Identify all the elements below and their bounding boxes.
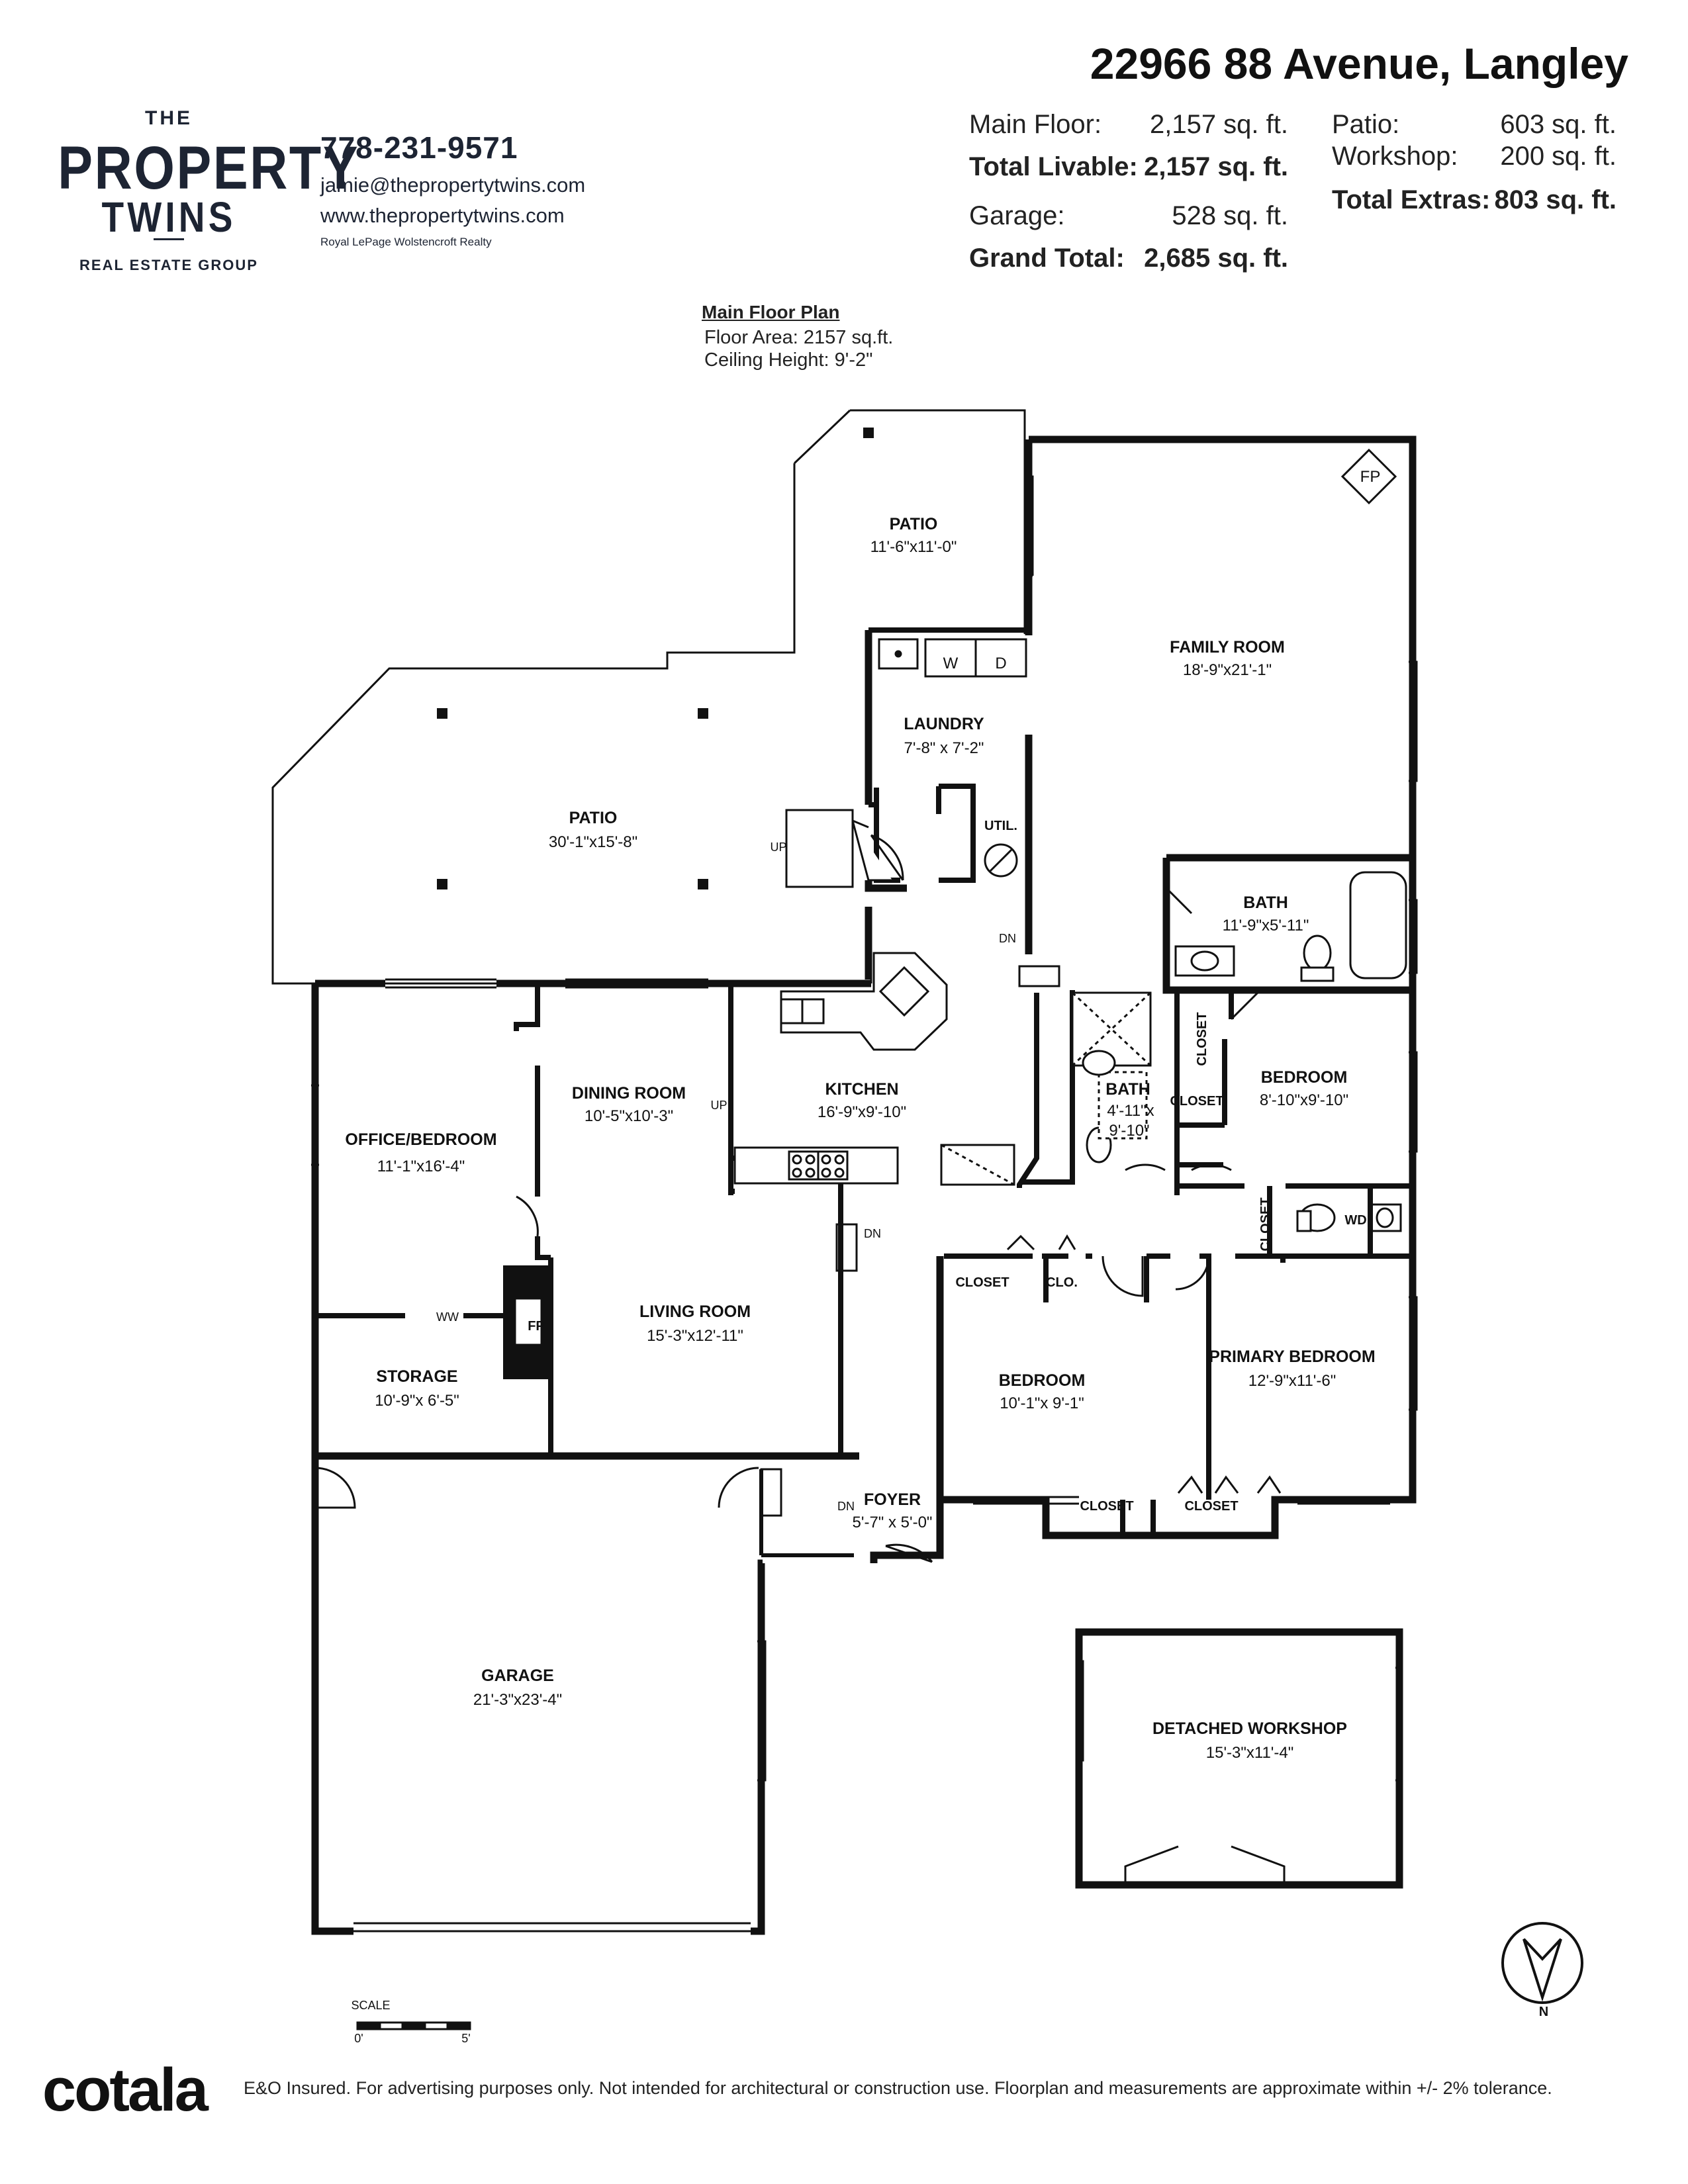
scale-zero: 0' (354, 2032, 363, 2045)
room-primary-bedroom-dims: 12'-9"x11'-6" (1248, 1372, 1336, 1390)
main-floor-value: 2,157 sq. ft. (1149, 110, 1288, 139)
room-office-dims: 11'-1"x16'-4" (377, 1158, 465, 1175)
room-patio-main: PATIO (569, 809, 618, 827)
property-address: 22966 88 Avenue, Langley (1090, 39, 1628, 88)
room-bedroom-right: BEDROOM (1261, 1068, 1348, 1087)
ww-label: WW (436, 1310, 459, 1324)
patio-lower-edge (315, 907, 872, 985)
dn-label-laundry: DN (999, 932, 1016, 945)
room-living: LIVING ROOM (639, 1302, 751, 1321)
plan-floor-area: Floor Area: 2157 sq.ft. (704, 327, 894, 348)
grand-total-label: Grand Total: (969, 244, 1125, 273)
garage-label: Garage: (969, 201, 1065, 230)
closet-label-vertical-1: CLOSET (1195, 1012, 1209, 1066)
room-kitchen-dims: 16'-9"x9'-10" (818, 1103, 906, 1121)
room-storage: STORAGE (376, 1367, 457, 1386)
main-floor-label: Main Floor: (969, 110, 1102, 139)
dn-label-living: DN (864, 1227, 881, 1240)
room-family-room: FAMILY ROOM (1170, 638, 1285, 657)
room-living-dims: 15'-3"x12'-11" (647, 1327, 743, 1345)
room-bath-mid-dims: 4'-11"x (1107, 1102, 1154, 1120)
room-bath-mid-dims-2: 9'-10" (1109, 1122, 1149, 1140)
room-dining: DINING ROOM (572, 1084, 686, 1103)
room-kitchen: KITCHEN (825, 1080, 898, 1099)
garage-value: 528 sq. ft. (1172, 201, 1288, 230)
closet-label-4: CLOSET (1184, 1499, 1238, 1514)
brokerage-name: Royal LePage Wolstencroft Realty (320, 236, 492, 248)
room-garage: GARAGE (481, 1666, 554, 1685)
logo-the: THE (145, 107, 193, 129)
room-workshop: DETACHED WORKSHOP (1152, 1719, 1347, 1738)
wd-label: WD (1344, 1213, 1366, 1228)
room-bedroom-lower-dims: 10'-1"x 9'-1" (1000, 1394, 1084, 1412)
plan-ceiling-height: Ceiling Height: 9'-2" (704, 349, 873, 371)
room-patio-main-dims: 30'-1"x15'-8" (549, 833, 637, 851)
room-bath-mid: BATH (1105, 1080, 1150, 1099)
patio-top-outline (271, 409, 1026, 985)
room-bath-upper-dims: 11'-9"x5'-11" (1223, 917, 1309, 934)
room-primary-bedroom: PRIMARY BEDROOM (1209, 1347, 1375, 1366)
closet-label-5: CLOSET (1170, 1094, 1223, 1109)
room-bedroom-lower: BEDROOM (999, 1371, 1086, 1390)
room-laundry-dims: 7'-8" x 7'-2" (904, 739, 984, 757)
patio-value: 603 sq. ft. (1500, 110, 1617, 139)
logo-twins: TWINS (101, 193, 236, 241)
dryer-label: D (995, 655, 1006, 672)
room-office: OFFICE/BEDROOM (345, 1130, 496, 1149)
room-laundry: LAUNDRY (904, 715, 984, 733)
workshop-label: Workshop: (1332, 142, 1458, 171)
dn-label-foyer: DN (837, 1500, 855, 1513)
logo-divider (154, 238, 184, 240)
room-patio-top-dims: 11'-6"x11'-0" (870, 538, 957, 556)
disclaimer-text: E&O Insured. For advertising purposes on… (244, 2078, 1552, 2098)
grand-total-value: 2,685 sq. ft. (1144, 244, 1288, 273)
total-extras-label: Total Extras: (1332, 185, 1491, 214)
email-link[interactable]: jamie@thepropertytwins.com (320, 173, 586, 197)
workshop-walls (1075, 1628, 1403, 1889)
room-workshop-dims: 15'-3"x11'-4" (1206, 1744, 1294, 1762)
closet-label-3: CLOSET (1080, 1499, 1133, 1514)
cotala-logo: cotala (42, 2056, 209, 2124)
total-livable-value: 2,157 sq. ft. (1144, 152, 1288, 181)
room-patio-top: PATIO (890, 515, 938, 533)
room-storage-dims: 10'-9"x 6'-5" (375, 1392, 459, 1410)
room-dining-dims: 10'-5"x10'-3" (585, 1107, 673, 1125)
plan-heading: Main Floor Plan (702, 302, 840, 322)
washer-label: W (943, 655, 959, 672)
exterior-walls (311, 435, 1417, 1935)
compass-icon (1501, 1922, 1583, 2004)
room-util: UTIL. (984, 819, 1017, 833)
scale-bar (356, 2021, 471, 2030)
closet-label-1: CLOSET (955, 1275, 1009, 1290)
scale-five: 5' (461, 2032, 470, 2045)
closet-label-2: CLO. (1046, 1275, 1078, 1290)
total-extras-value: 803 sq. ft. (1494, 185, 1617, 214)
room-foyer-dims: 5'-7" x 5'-0" (853, 1514, 933, 1531)
up-label-patio: UP (770, 841, 786, 854)
total-livable-label: Total Livable: (969, 152, 1138, 181)
room-bedroom-right-dims: 8'-10"x9'-10" (1260, 1091, 1348, 1109)
fireplace-label-family: FP (1360, 468, 1381, 486)
website-link[interactable]: www.thepropertytwins.com (320, 204, 565, 227)
closet-label-vertical-2: CLOSET (1258, 1197, 1273, 1251)
up-label-dining: UP (710, 1099, 727, 1112)
phone-number[interactable]: 778-231-9571 (320, 130, 518, 165)
scale-label: SCALE (351, 1999, 390, 2012)
logo-tagline: REAL ESTATE GROUP (79, 257, 258, 273)
patio-label: Patio: (1332, 110, 1400, 139)
room-bath-upper: BATH (1243, 893, 1288, 912)
room-family-room-dims: 18'-9"x21'-1" (1183, 661, 1272, 679)
room-foyer: FOYER (864, 1490, 921, 1509)
workshop-value: 200 sq. ft. (1500, 142, 1617, 171)
fireplace-label: FP (528, 1319, 545, 1334)
compass-north-label: N (1539, 2005, 1548, 2019)
room-garage-dims: 21'-3"x23'-4" (473, 1691, 562, 1709)
